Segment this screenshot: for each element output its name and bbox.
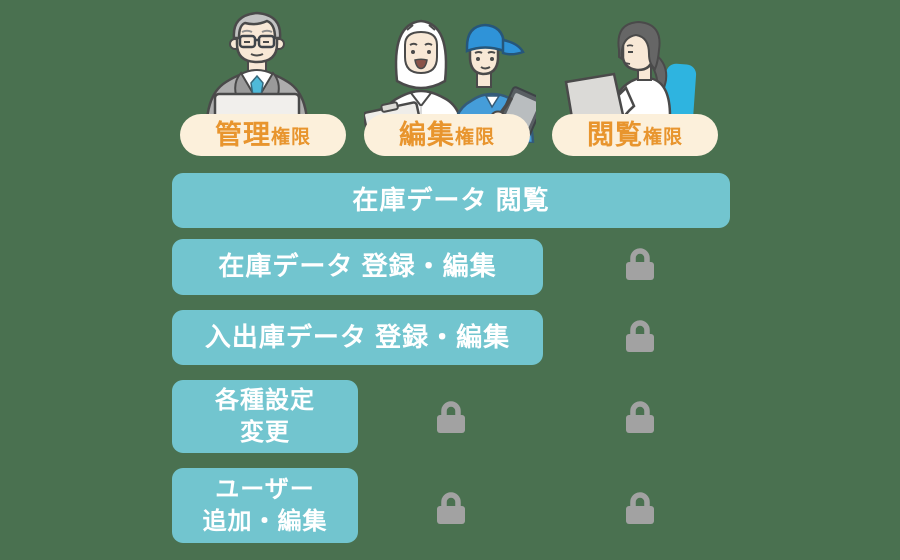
capability-bar-user-edit-line2: 追加・編集: [202, 507, 328, 535]
capability-bar-inventory-view: 在庫データ 閲覧: [172, 173, 730, 228]
lock-icon: [626, 320, 654, 352]
capability-bar-inout-edit-label: 入出庫データ 登録・編集: [204, 321, 511, 352]
lock-icon: [626, 492, 654, 524]
permission-label-viewer-main: 閲覧: [586, 119, 643, 150]
capability-bar-settings-change: 各種設定 変更: [172, 380, 358, 453]
capability-bar-inventory-view-label: 在庫データ 閲覧: [352, 184, 550, 215]
capability-bar-settings-change-line1: 各種設定: [215, 387, 315, 415]
lock-icon: [626, 248, 654, 280]
capability-bar-user-edit-line1: ユーザー: [215, 476, 315, 504]
permission-label-viewer-suffix: 権限: [642, 126, 683, 148]
capability-bar-settings-change-line2: 変更: [240, 418, 290, 446]
capability-bar-user-edit: ユーザー 追加・編集: [172, 468, 358, 543]
permission-label-editor-main: 編集: [398, 119, 455, 150]
lock-icon: [437, 492, 465, 524]
permission-label-viewer: 閲覧権限: [552, 114, 718, 156]
permission-label-admin: 管理権限: [180, 114, 346, 156]
capability-bar-inventory-edit: 在庫データ 登録・編集: [172, 239, 543, 295]
permission-label-admin-suffix: 権限: [270, 126, 311, 148]
permission-label-editor-suffix: 権限: [454, 126, 495, 148]
lock-icon: [437, 401, 465, 433]
capability-bar-inventory-edit-label: 在庫データ 登録・編集: [218, 251, 497, 282]
permission-label-admin-main: 管理: [214, 119, 271, 150]
capability-bar-inout-edit: 入出庫データ 登録・編集: [172, 310, 543, 365]
permission-label-editor: 編集権限: [364, 114, 530, 156]
lock-icon: [626, 401, 654, 433]
